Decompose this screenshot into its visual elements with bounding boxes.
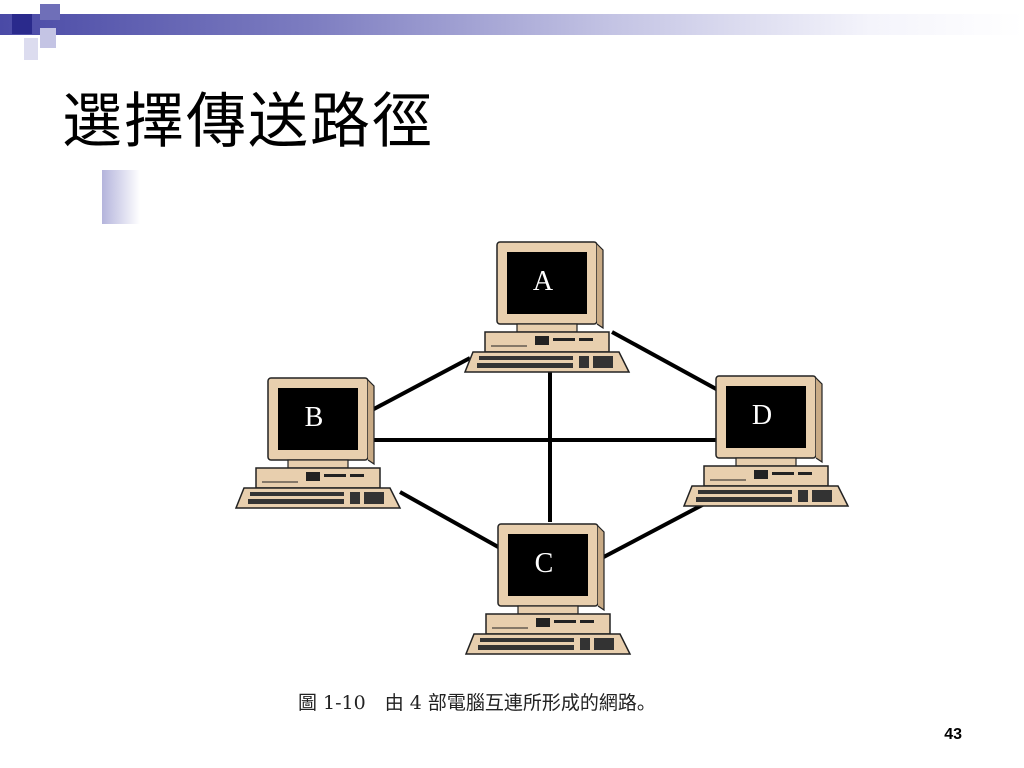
slide-number: 43 bbox=[944, 726, 962, 743]
figure-caption: 圖 1-10 由 4 部電腦互連所形成的網路。 bbox=[298, 692, 656, 714]
header-gradient-bar bbox=[0, 14, 1024, 35]
header-square-dark bbox=[12, 14, 32, 34]
computer-label-d: D bbox=[752, 400, 772, 431]
computer-label-b: B bbox=[305, 402, 324, 433]
link-b-c bbox=[399, 490, 501, 550]
link-c-d bbox=[597, 500, 709, 562]
computer-c: C bbox=[465, 523, 631, 655]
computer-label-c: C bbox=[535, 548, 554, 579]
computer-label-a: A bbox=[533, 266, 554, 297]
link-a-d bbox=[611, 330, 719, 392]
link-a-b bbox=[371, 356, 471, 412]
computer-d: D bbox=[683, 375, 849, 507]
computer-b: B bbox=[235, 377, 401, 509]
header-square-light-2 bbox=[24, 38, 38, 60]
title-accent-bar bbox=[102, 170, 140, 224]
slide-title: 選擇傳送路徑 bbox=[62, 87, 434, 157]
header-square-mid bbox=[40, 4, 60, 20]
header-square-light bbox=[40, 28, 56, 48]
network-links bbox=[371, 330, 719, 562]
computer-a: A bbox=[464, 241, 630, 373]
